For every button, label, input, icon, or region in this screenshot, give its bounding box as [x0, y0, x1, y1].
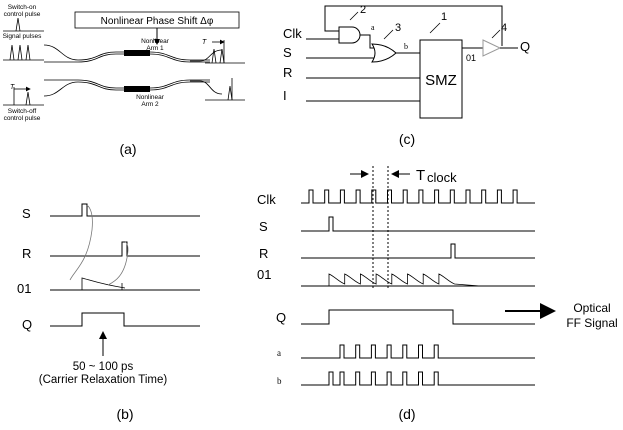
signal-pulses-label: Signal pulses [3, 33, 42, 40]
panel-d-timing: T clock Clk S R 01 Q a b Optical FF Sign… [257, 166, 618, 422]
arm1-label-1: Nonlinear [141, 38, 170, 45]
d-label-clk: Clk [257, 192, 276, 207]
d-clk-trace [301, 189, 535, 204]
or-gate-3 [371, 43, 397, 63]
c-input-clk: Clk [283, 26, 302, 41]
c-gate-num-1: 1 [441, 11, 447, 23]
c-input-i: I [283, 88, 287, 103]
d-a-trace [301, 344, 535, 359]
d-label-a: a [277, 348, 281, 358]
d-01-trace [328, 273, 481, 287]
d-label-r: R [259, 246, 268, 261]
d-tclock-t: T [416, 167, 425, 184]
b-annotation-1: 50 ~ 100 ps [73, 361, 134, 373]
c-input-s: S [283, 45, 292, 60]
c-node-01: 01 [466, 53, 476, 63]
switch-off-label-2: control pulse [4, 115, 41, 122]
d-label-s: S [259, 219, 268, 234]
b-label-q: Q [22, 317, 32, 332]
b-label-s: S [22, 206, 31, 221]
d-output-1: Optical [573, 301, 610, 315]
panel-c-circuit: Clk S R I Q SMZ 1 2 3 4 [283, 4, 530, 147]
c-node-b: b [404, 42, 408, 51]
c-input-r: R [283, 65, 292, 80]
bTrace-path [301, 371, 535, 386]
caption-d: (d) [398, 406, 415, 422]
caption-a: (a) [119, 141, 136, 157]
o1-sawtooth [328, 273, 481, 287]
smz-label: SMZ [425, 72, 457, 89]
d-tclock-sub: clock [427, 170, 457, 185]
d-label-01: 01 [257, 267, 271, 282]
c-gate-num-2: 2 [360, 4, 366, 16]
arm2-label-1: Nonlinear [136, 94, 165, 101]
d-label-q: Q [276, 310, 286, 325]
clkTrace-path [301, 189, 535, 204]
buffer-gate-4 [482, 39, 502, 57]
d-label-b: b [277, 376, 282, 386]
c-gate-num-3: 3 [395, 22, 401, 34]
b-label-r: R [22, 246, 31, 261]
arm2-label-2: Arm 2 [141, 101, 159, 108]
d-b-trace [301, 371, 535, 386]
switch-on-label-1: Switch-on [8, 4, 37, 11]
aTrace-path [301, 344, 535, 359]
period-t-left: T [10, 84, 15, 91]
c-output-q: Q [520, 39, 530, 54]
b-annotation-2: (Carrier Relaxation Time) [39, 374, 168, 386]
panel-a-optical-switch: Nonlinear Phase Shift Δφ Switch-on contr… [3, 4, 245, 157]
c-gate-num-4: 4 [501, 22, 507, 34]
b-label-01: 01 [17, 281, 31, 296]
caption-c: (c) [399, 131, 415, 147]
caption-b: (b) [116, 406, 133, 422]
period-t-right: T [202, 39, 207, 46]
switch-off-label-1: Switch-off [8, 108, 37, 115]
smz-block [419, 39, 463, 119]
and-gate-2 [338, 26, 361, 44]
switch-on-label-2: control pulse [4, 11, 41, 18]
arm1-label-2: Arm 1 [146, 45, 164, 52]
c-node-a: a [371, 23, 375, 32]
panel-b-timing: S R 01 Q 50 ~ 100 ps (Carrier Relaxation… [17, 203, 200, 422]
d-output-2: FF Signal [566, 316, 617, 330]
phase-shift-label: Nonlinear Phase Shift Δφ [101, 16, 214, 27]
